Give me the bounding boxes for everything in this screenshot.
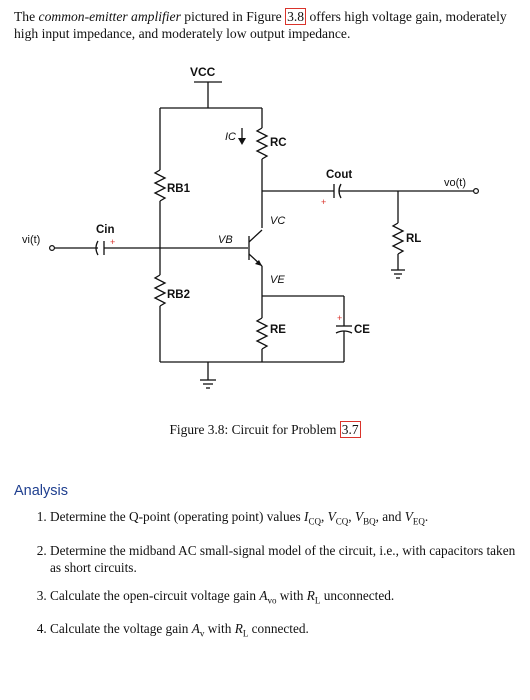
intro-text-1: The <box>14 9 39 24</box>
rc-label: RC <box>270 137 287 149</box>
caption-text: Figure 3.8: Circuit for Problem <box>169 422 340 437</box>
rl-symbol: RL <box>306 587 321 606</box>
task-4-middle: with <box>204 621 235 637</box>
cout-label: Cout <box>326 169 352 181</box>
re-label: RE <box>270 324 286 336</box>
vc-label: VC <box>270 215 285 227</box>
rb2-label: RB2 <box>167 289 190 301</box>
problem-reference-link[interactable]: 3.7 <box>339 421 361 438</box>
task-1-text: Determine the Q-point (operating point) … <box>50 509 305 524</box>
vi-label: vi(t) <box>22 234 40 246</box>
task-item-1: Determine the Q-point (operating point) … <box>50 508 520 531</box>
task-3-end: unconnected. <box>320 587 395 603</box>
re-resistor <box>255 317 269 350</box>
cout-plus: + <box>321 197 326 207</box>
cin-label: Cin <box>96 224 115 236</box>
transistor-emitter-arrow <box>255 260 262 266</box>
intro-paragraph: The common-emitter amplifier pictured in… <box>14 8 519 42</box>
task-item-2: Determine the midband AC small-signal mo… <box>50 542 520 576</box>
vb-label: VB <box>218 234 233 246</box>
figure-reference-link[interactable]: 3.8 <box>285 8 307 25</box>
task-3-text: Calculate the open-circuit voltage gain <box>50 587 260 603</box>
task-1-end: . <box>424 509 429 524</box>
cin-plus: + <box>110 237 115 247</box>
intro-text-3: offers high voltage gain, moderately hig… <box>14 9 507 41</box>
circuit-diagram: VCC RB1 RB2 RC VC IC Cout + vo(t) RL vi(… <box>22 65 480 389</box>
rl-resistor <box>391 222 405 255</box>
task-1-sep-3: , and <box>375 509 405 524</box>
rl-symbol-2: RL <box>234 621 249 639</box>
output-terminal <box>473 188 480 195</box>
rb1-label: RB1 <box>167 183 191 195</box>
task-2-text: Determine the midband AC small-signal mo… <box>50 542 516 575</box>
vcq-symbol: VCQ <box>327 509 349 527</box>
rc-resistor <box>255 127 269 160</box>
rb1-resistor <box>153 169 167 202</box>
ic-arrow-head <box>238 138 246 145</box>
analysis-task-list: Determine the Q-point (operating point) … <box>30 508 520 654</box>
analysis-heading: Analysis <box>14 483 68 499</box>
rl-label: RL <box>406 233 421 245</box>
task-4-text: Calculate the voltage gain <box>50 621 192 637</box>
cin-plate-left <box>95 240 99 256</box>
av-symbol: Av <box>191 621 205 639</box>
intro-text-2: pictured in Figure <box>180 9 286 24</box>
icq-symbol: ICQ <box>304 509 321 527</box>
task-1-sep-2: , <box>348 509 355 524</box>
ve-label: VE <box>270 274 285 286</box>
vo-label: vo(t) <box>444 177 466 189</box>
vbq-symbol: VBQ <box>354 509 376 527</box>
task-item-4: Calculate the voltage gain Av with RL co… <box>50 620 520 643</box>
task-4-end: connected. <box>248 621 309 637</box>
ce-label: CE <box>354 324 370 336</box>
rb2-resistor <box>153 274 167 307</box>
vcc-label: VCC <box>190 65 216 79</box>
intro-term: common-emitter amplifier <box>38 9 181 24</box>
veq-symbol: VEQ <box>404 509 425 527</box>
task-3-middle: with <box>276 587 307 603</box>
transistor-collector <box>248 229 263 243</box>
ce-plus: + <box>337 313 342 323</box>
ic-label: IC <box>225 131 236 143</box>
task-item-3: Calculate the open-circuit voltage gain … <box>50 587 520 610</box>
task-1-sep-1: , <box>321 509 328 524</box>
figure-caption: Figure 3.8: Circuit for Problem 3.7 <box>0 421 530 438</box>
avo-symbol: Avo <box>259 587 277 606</box>
input-terminal <box>48 245 55 252</box>
